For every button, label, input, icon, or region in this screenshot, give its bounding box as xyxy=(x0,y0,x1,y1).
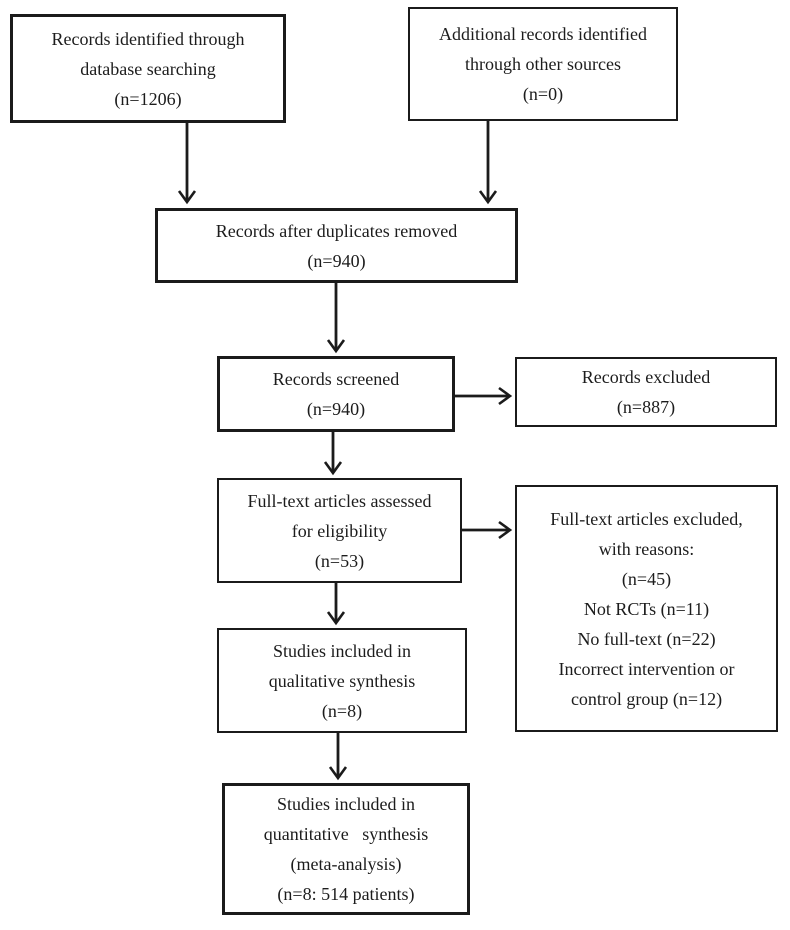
box-qualitative-synthesis: Studies included in qualitative synthesi… xyxy=(217,628,467,733)
box-records-identified: Records identified through database sear… xyxy=(10,14,286,123)
box-quantitative-synthesis: Studies included in quantitative synthes… xyxy=(222,783,470,915)
box-records-excluded: Records excluded (n=887) xyxy=(515,357,777,427)
box-records-screened: Records screened (n=940) xyxy=(217,356,455,432)
box-fulltext-excluded: Full-text articles excluded, with reason… xyxy=(515,485,778,732)
box-fulltext-assessed: Full-text articles assessed for eligibil… xyxy=(217,478,462,583)
box-additional-records: Additional records identified through ot… xyxy=(408,7,678,121)
box-records-after-duplicates-removed: Records after duplicates removed (n=940) xyxy=(155,208,518,283)
